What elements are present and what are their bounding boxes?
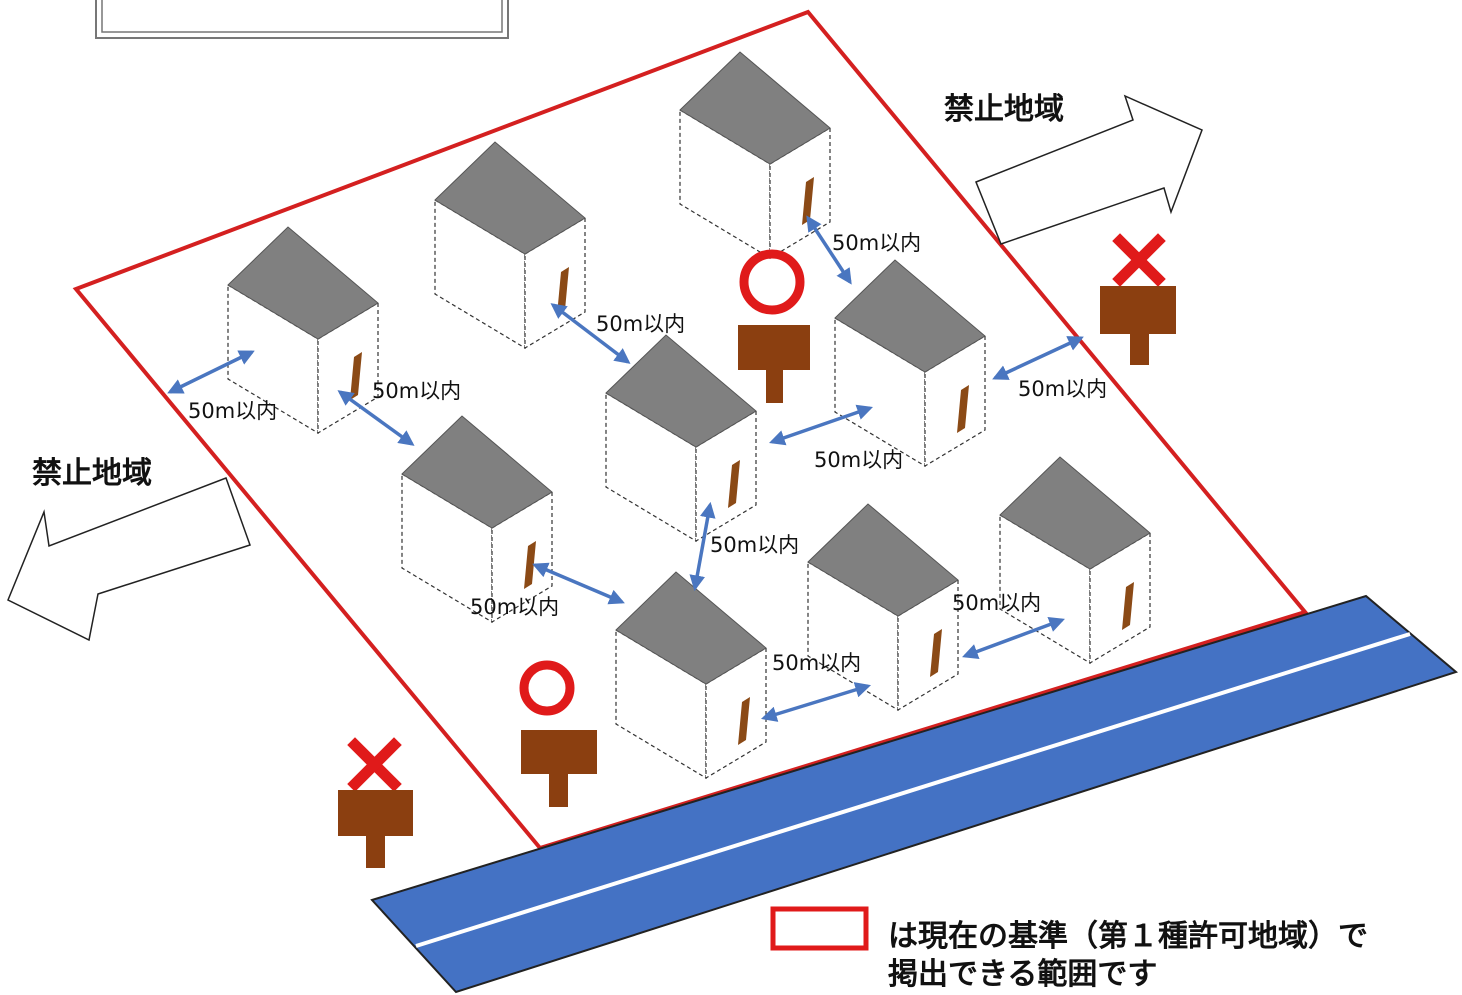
legend-line-2: 掲出できる範囲です xyxy=(888,957,1157,992)
distance-label: 50m以内 xyxy=(772,651,861,675)
house-5 xyxy=(605,334,757,542)
distance-arrow xyxy=(769,404,873,446)
distance-label: 50m以内 xyxy=(470,595,559,619)
distance-label: 50m以内 xyxy=(372,379,461,403)
house-2 xyxy=(434,141,586,349)
sign-ok-bottom xyxy=(519,660,597,807)
distance-label: 50m以内 xyxy=(710,533,799,557)
distance-arrow xyxy=(337,390,415,446)
house-1 xyxy=(679,51,831,259)
distance-arrow xyxy=(689,501,716,592)
sign-ng-right xyxy=(1100,233,1176,365)
house-7 xyxy=(999,456,1151,664)
legend: は現在の基準（第１種許可地域）で 掲出できる範囲です xyxy=(770,906,1368,992)
prohibited-arrow-right: 禁止地域 xyxy=(944,92,1203,245)
house-6 xyxy=(401,415,553,623)
legend-swatch xyxy=(770,906,869,951)
distance-arrow xyxy=(167,350,255,394)
permitted-area-boundary xyxy=(72,9,1309,851)
distance-label: 50m以内 xyxy=(1018,377,1107,401)
frame-remnant xyxy=(95,0,509,39)
ng-mark-icon xyxy=(1112,233,1166,287)
prohibited-arrow-left: 禁止地域 xyxy=(7,456,251,642)
house-9 xyxy=(615,571,767,779)
road xyxy=(370,594,1459,994)
house-4 xyxy=(834,259,986,467)
distance-label: 50m以内 xyxy=(188,399,277,423)
distance-arrow xyxy=(550,303,631,364)
distance-label: 50m以内 xyxy=(814,448,903,472)
distance-labels: 50m以内 50m以内 50m以内 50m以内 50m以内 50m以内 50m以… xyxy=(188,231,1107,675)
distance-arrow xyxy=(760,682,872,722)
distance-arrow xyxy=(992,336,1084,380)
legend-line-1: は現在の基準（第１種許可地域）で xyxy=(888,919,1368,954)
sign-ng-left xyxy=(338,737,413,868)
house-8 xyxy=(807,503,959,711)
ok-mark-icon xyxy=(519,660,575,716)
distance-label: 50m以内 xyxy=(952,591,1041,615)
sign-ok-center xyxy=(738,249,810,403)
distance-arrows xyxy=(167,215,1084,722)
ok-mark-icon xyxy=(739,249,805,315)
distance-arrow xyxy=(962,617,1065,659)
distance-label: 50m以内 xyxy=(596,312,685,336)
zone-label-right: 禁止地域 xyxy=(944,92,1064,127)
ng-mark-icon xyxy=(347,737,402,792)
zone-label-left: 禁止地域 xyxy=(32,456,152,491)
houses xyxy=(227,51,1151,779)
distance-label: 50m以内 xyxy=(832,231,921,255)
distance-arrow xyxy=(532,562,625,605)
distance-arrow xyxy=(806,215,852,285)
